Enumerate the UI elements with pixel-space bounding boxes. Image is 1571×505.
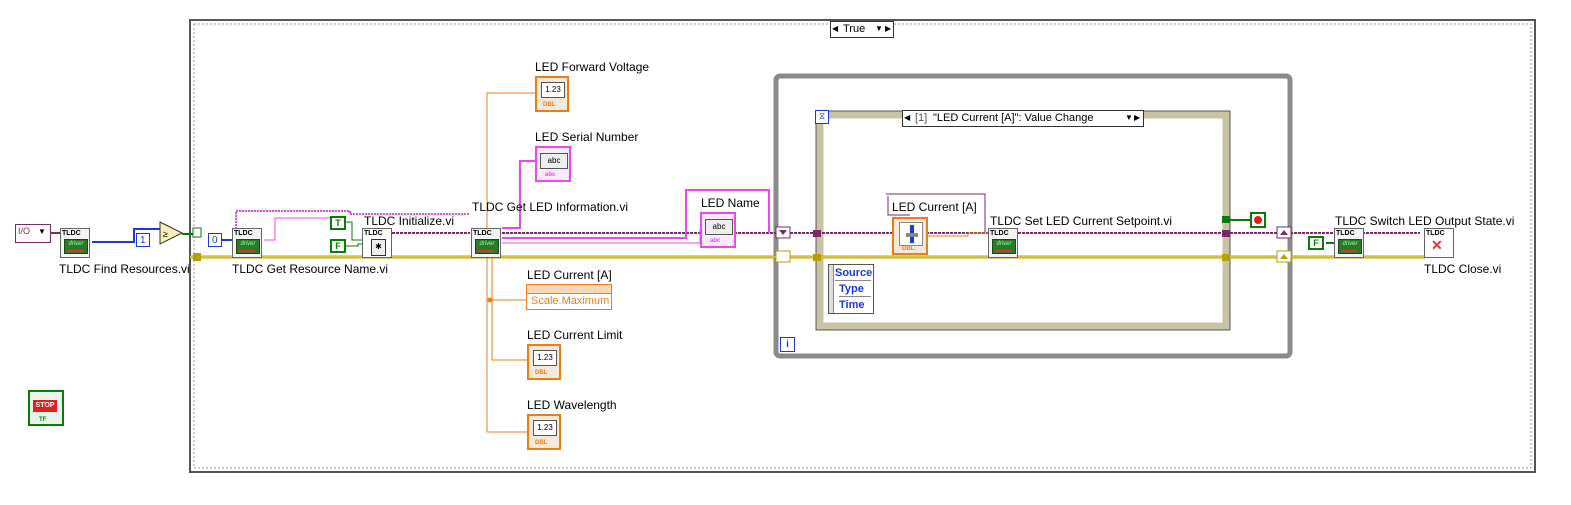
slider-icon — [899, 222, 923, 246]
event-structure-frame — [815, 110, 1231, 331]
initialize-icon: ✱ — [371, 239, 386, 256]
get-resource-name-label: TLDC Get Resource Name.vi — [232, 262, 389, 276]
event-data-type[interactable]: Type — [839, 282, 871, 297]
serial-number-indicator[interactable]: abc abc — [535, 146, 571, 182]
constant-true[interactable]: T — [330, 216, 346, 230]
constant-one[interactable]: 1 — [136, 233, 150, 247]
led-current-control[interactable]: DBL — [892, 217, 928, 255]
event-data-node: Source Type Time — [828, 264, 874, 314]
event-data-time[interactable]: Time — [839, 299, 865, 311]
event-data-source[interactable]: Source — [835, 267, 873, 281]
tldc-initialize-vi[interactable]: TLDC ✱ — [362, 228, 392, 258]
wavelength-label: LED Wavelength — [527, 398, 617, 412]
current-limit-indicator[interactable]: 1.23 DBL — [527, 344, 561, 380]
set-led-current-label: TLDC Set LED Current Setpoint.vi — [990, 214, 1173, 228]
tldc-get-resource-name-vi[interactable]: TLDC driver — [232, 228, 262, 258]
constant-false[interactable]: F — [330, 239, 346, 253]
close-icon: ✕ — [1431, 237, 1443, 253]
forward-voltage-indicator[interactable]: 1.23 DBL — [535, 76, 569, 112]
property-node[interactable]: Scale.Maximum — [526, 284, 612, 310]
tldc-close-vi[interactable]: TLDC ✕ — [1424, 228, 1454, 258]
constant-false-output[interactable]: F — [1308, 236, 1324, 250]
while-loop-frame — [773, 73, 1293, 359]
serial-number-label: LED Serial Number — [535, 130, 639, 144]
led-current-control-label: LED Current [A] — [892, 200, 977, 214]
tldc-set-led-current-vi[interactable]: TLDC driver — [988, 228, 1018, 258]
iteration-terminal: i — [780, 337, 795, 352]
find-resources-label: TLDC Find Resources.vi — [59, 262, 190, 276]
stop-button-face: STOP — [33, 400, 57, 412]
tldc-get-led-information-vi[interactable]: TLDC driver — [471, 228, 501, 258]
led-name-label: LED Name — [701, 196, 760, 210]
svg-text:≥: ≥ — [163, 229, 168, 239]
timeout-terminal[interactable]: ⧖ — [815, 110, 829, 124]
initialize-label: TLDC Initialize.vi — [364, 214, 455, 228]
stop-control[interactable]: STOP TF — [28, 390, 64, 426]
wavelength-indicator[interactable]: 1.23 DBL — [527, 414, 561, 450]
event-label: "LED Current [A]": Value Change — [933, 112, 1094, 124]
switch-led-output-label: TLDC Switch LED Output State.vi — [1335, 214, 1515, 228]
close-label: TLDC Close.vi — [1424, 262, 1502, 276]
property-scale-maximum[interactable]: Scale.Maximum — [531, 295, 610, 307]
case-selector-label: True — [843, 23, 866, 35]
stop-terminal[interactable] — [1250, 212, 1266, 228]
current-limit-label: LED Current Limit — [527, 328, 623, 342]
stop-icon — [1254, 216, 1262, 224]
case-selector[interactable]: ◀ True ▼ ▶ — [830, 21, 894, 38]
resource-constant[interactable]: I/O ▼ — [15, 224, 51, 243]
chevron-down-icon: ▼ — [875, 24, 883, 33]
constant-zero[interactable]: 0 — [208, 233, 222, 247]
case-structure-frame — [189, 19, 1536, 473]
tldc-find-resources-vi[interactable]: TLDC driver — [60, 228, 90, 258]
chevron-down-icon: ▼ — [1125, 113, 1133, 122]
event-index: [1] — [915, 112, 928, 124]
forward-voltage-label: LED Forward Voltage — [535, 60, 650, 74]
led-current-prop-label: LED Current [A] — [527, 268, 612, 282]
event-selector[interactable]: ◀ [1] "LED Current [A]": Value Change ▼ … — [902, 110, 1144, 127]
tldc-switch-led-output-vi[interactable]: TLDC driver — [1334, 228, 1364, 258]
led-name-indicator[interactable]: abc abc — [700, 212, 736, 248]
get-led-information-label: TLDC Get LED Information.vi — [472, 200, 629, 214]
chevron-down-icon: ▼ — [38, 227, 46, 236]
